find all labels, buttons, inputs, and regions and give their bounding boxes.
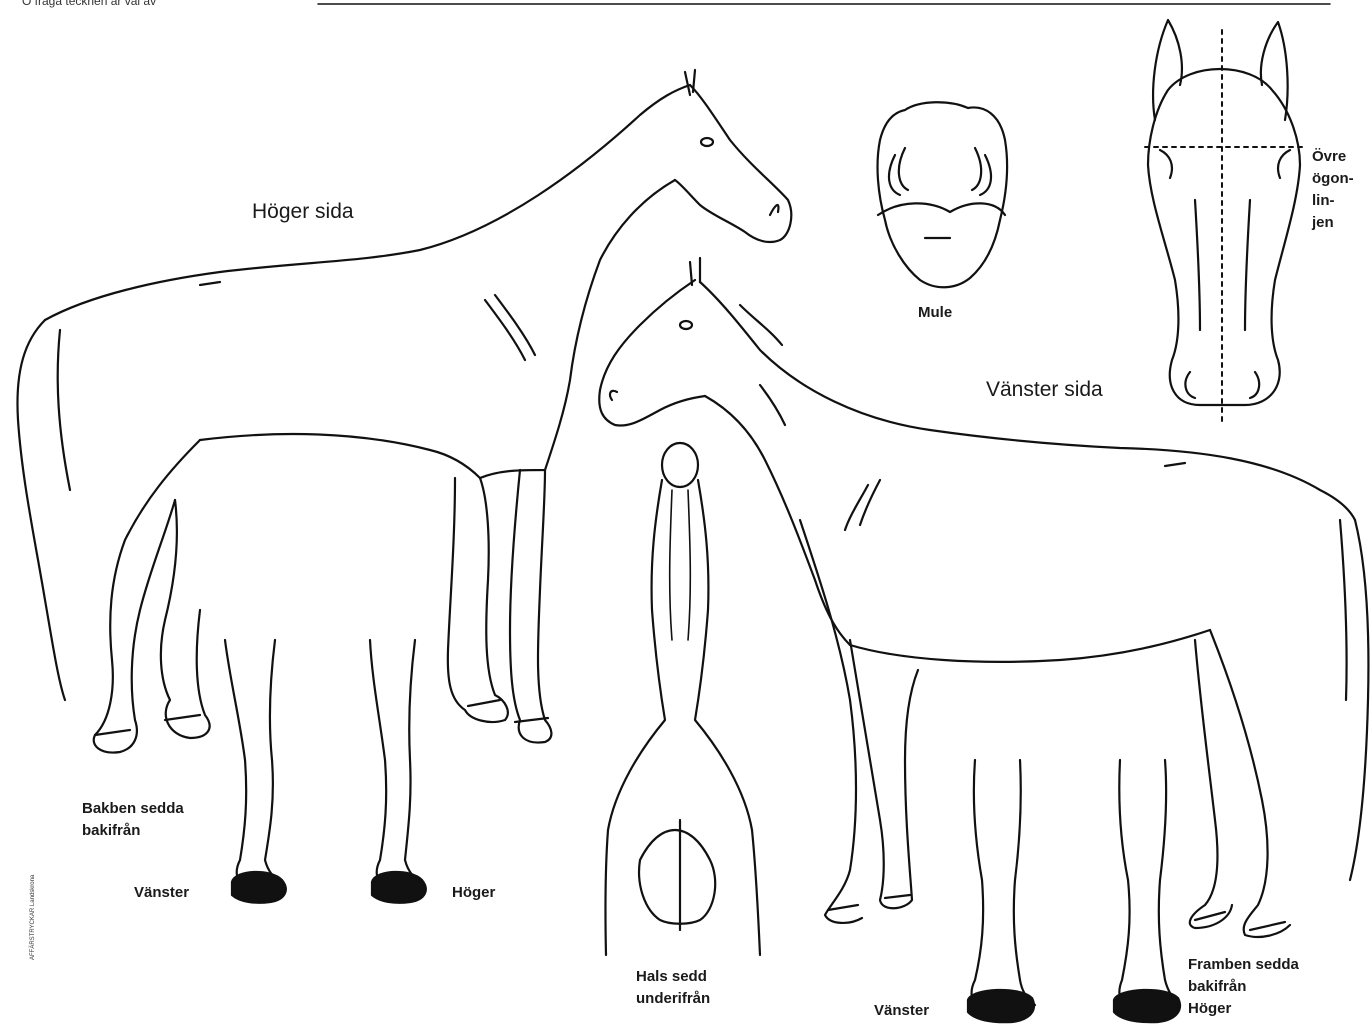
front-legs-line-1: Framben sedda bbox=[1188, 954, 1299, 976]
muzzle-drawing bbox=[878, 102, 1008, 287]
label-neck-below: Hals sedd underifrån bbox=[636, 966, 710, 1010]
hind-legs-from-behind bbox=[225, 640, 426, 903]
printer-credit: AFFÄRSTRYCKAR Landskrona bbox=[30, 875, 36, 960]
hind-legs-line-2: bakifrån bbox=[82, 820, 184, 842]
neck-below-line-1: Hals sedd bbox=[636, 966, 710, 988]
label-front-right: Höger bbox=[1188, 998, 1299, 1020]
label-front-legs: Framben sedda bakifrån Höger bbox=[1188, 954, 1299, 1020]
label-eye-line: Övre ögon- lin- jen bbox=[1312, 146, 1354, 234]
label-front-left: Vänster bbox=[874, 1000, 929, 1022]
head-front-drawing bbox=[1145, 20, 1305, 425]
neck-from-below bbox=[605, 443, 760, 955]
eye-line-1: Övre bbox=[1312, 146, 1354, 168]
horse-right-side bbox=[17, 70, 791, 753]
label-hind-left: Vänster bbox=[134, 882, 189, 904]
label-muzzle: Mule bbox=[918, 302, 952, 324]
label-right-side: Höger sida bbox=[252, 200, 354, 224]
front-legs-line-2: bakifrån bbox=[1188, 976, 1299, 998]
eye-line-3: lin- bbox=[1312, 190, 1354, 212]
label-hind-right: Höger bbox=[452, 882, 495, 904]
eye-line-2: ögon- bbox=[1312, 168, 1354, 190]
header-fragment: Ö fråga tecknen är väl av bbox=[22, 0, 156, 8]
horse-left-side bbox=[599, 258, 1368, 937]
hind-legs-line-1: Bakben sedda bbox=[82, 798, 184, 820]
label-hind-legs: Bakben sedda bakifrån bbox=[82, 798, 184, 842]
eye-line-4: jen bbox=[1312, 212, 1354, 234]
label-left-side: Vänster sida bbox=[986, 378, 1103, 402]
neck-below-line-2: underifrån bbox=[636, 988, 710, 1010]
front-legs-from-behind bbox=[968, 760, 1180, 1022]
